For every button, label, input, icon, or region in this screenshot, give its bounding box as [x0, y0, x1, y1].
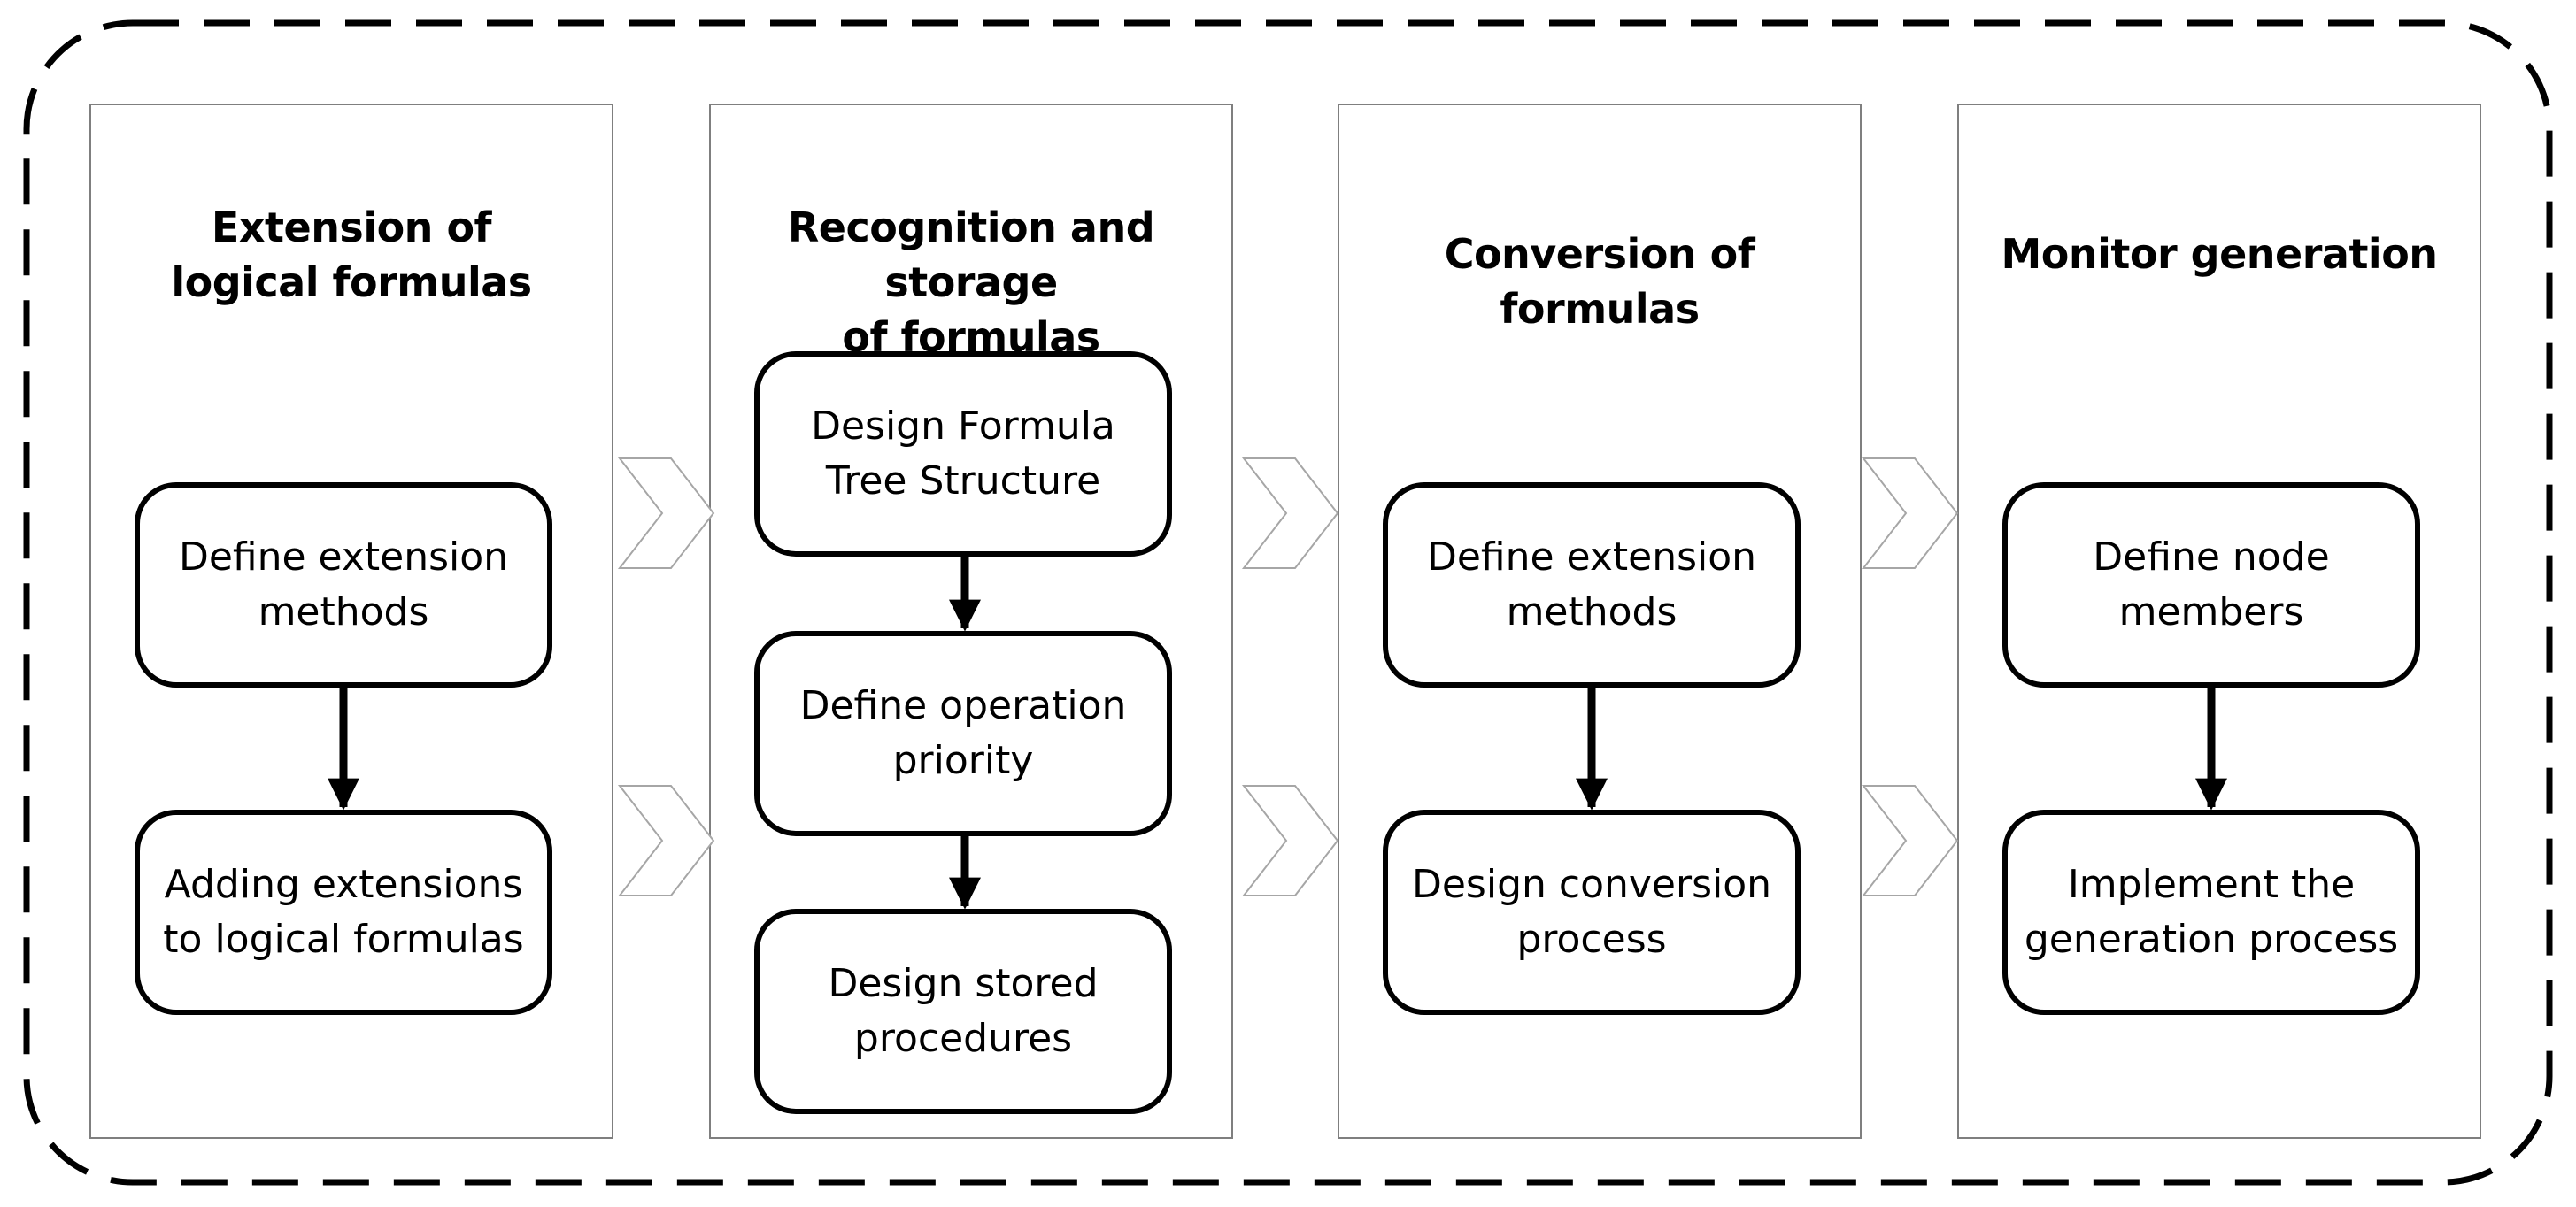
- step-box: [135, 810, 552, 1015]
- chevron-arrow-1a: [617, 457, 715, 569]
- chevron-arrow-3a: [1861, 457, 1959, 569]
- title-line: Monitor generation: [2001, 230, 2438, 278]
- step-label-line: methods: [1506, 589, 1677, 634]
- step-label-line: priority: [892, 738, 1034, 783]
- column-title-monitor: Monitor generation: [1958, 227, 2480, 281]
- chevron-arrow-2a: [1241, 457, 1339, 569]
- step-label-line: Implement the: [2067, 862, 2356, 907]
- step-label: Define operation priority: [757, 634, 1169, 834]
- step-label: Define extension methods: [137, 485, 550, 685]
- chevron-arrow-1b: [617, 785, 715, 896]
- step-label-line: Tree Structure: [825, 458, 1101, 504]
- chevron-arrow-2b: [1241, 785, 1339, 896]
- column-title-recognition: Recognition and storage of formulas: [701, 200, 1241, 365]
- step-label-line: Design Formula: [811, 404, 1115, 449]
- step-label-line: Define operation: [799, 683, 1127, 728]
- title-line: Recognition and storage: [787, 204, 1155, 306]
- step-label-line: generation process: [2024, 917, 2399, 962]
- step-label-line: process: [1516, 917, 1667, 962]
- step-label-line: Define extension: [1426, 534, 1757, 580]
- step-label-line: Define extension: [178, 534, 509, 580]
- step-label-line: Adding extensions: [164, 862, 523, 907]
- title-line: of formulas: [842, 313, 1100, 361]
- title-line: logical formulas: [171, 258, 532, 306]
- step-label-line: Define node: [2093, 534, 2330, 580]
- step-label: Implement the generation process: [2005, 812, 2418, 1012]
- step-label-line: to logical formulas: [163, 917, 524, 962]
- step-label-line: Design conversion: [1411, 862, 1772, 907]
- step-label-line: procedures: [853, 1016, 1073, 1061]
- step-label-line: members: [2118, 589, 2304, 634]
- chevron-arrow-3b: [1861, 785, 1959, 896]
- outer-dashed-boundary: [23, 19, 2553, 1186]
- title-line: Conversion of formulas: [1444, 230, 1755, 333]
- step-box: [754, 909, 1172, 1114]
- column-title-extension: Extension of logical formulas: [90, 200, 613, 310]
- column-title-conversion: Conversion of formulas: [1338, 227, 1861, 336]
- step-box: [1383, 810, 1801, 1015]
- step-label: Adding extensions to logical formulas: [137, 812, 550, 1012]
- step-box: [2002, 810, 2420, 1015]
- step-label: Define extension methods: [1385, 485, 1798, 685]
- step-label-line: methods: [258, 589, 429, 634]
- title-line: Extension of: [211, 204, 492, 251]
- step-label-line: Design stored: [828, 961, 1099, 1006]
- step-label: Design stored procedures: [757, 911, 1169, 1111]
- step-label: Design conversion process: [1385, 812, 1798, 1012]
- step-label: Define node members: [2005, 485, 2418, 685]
